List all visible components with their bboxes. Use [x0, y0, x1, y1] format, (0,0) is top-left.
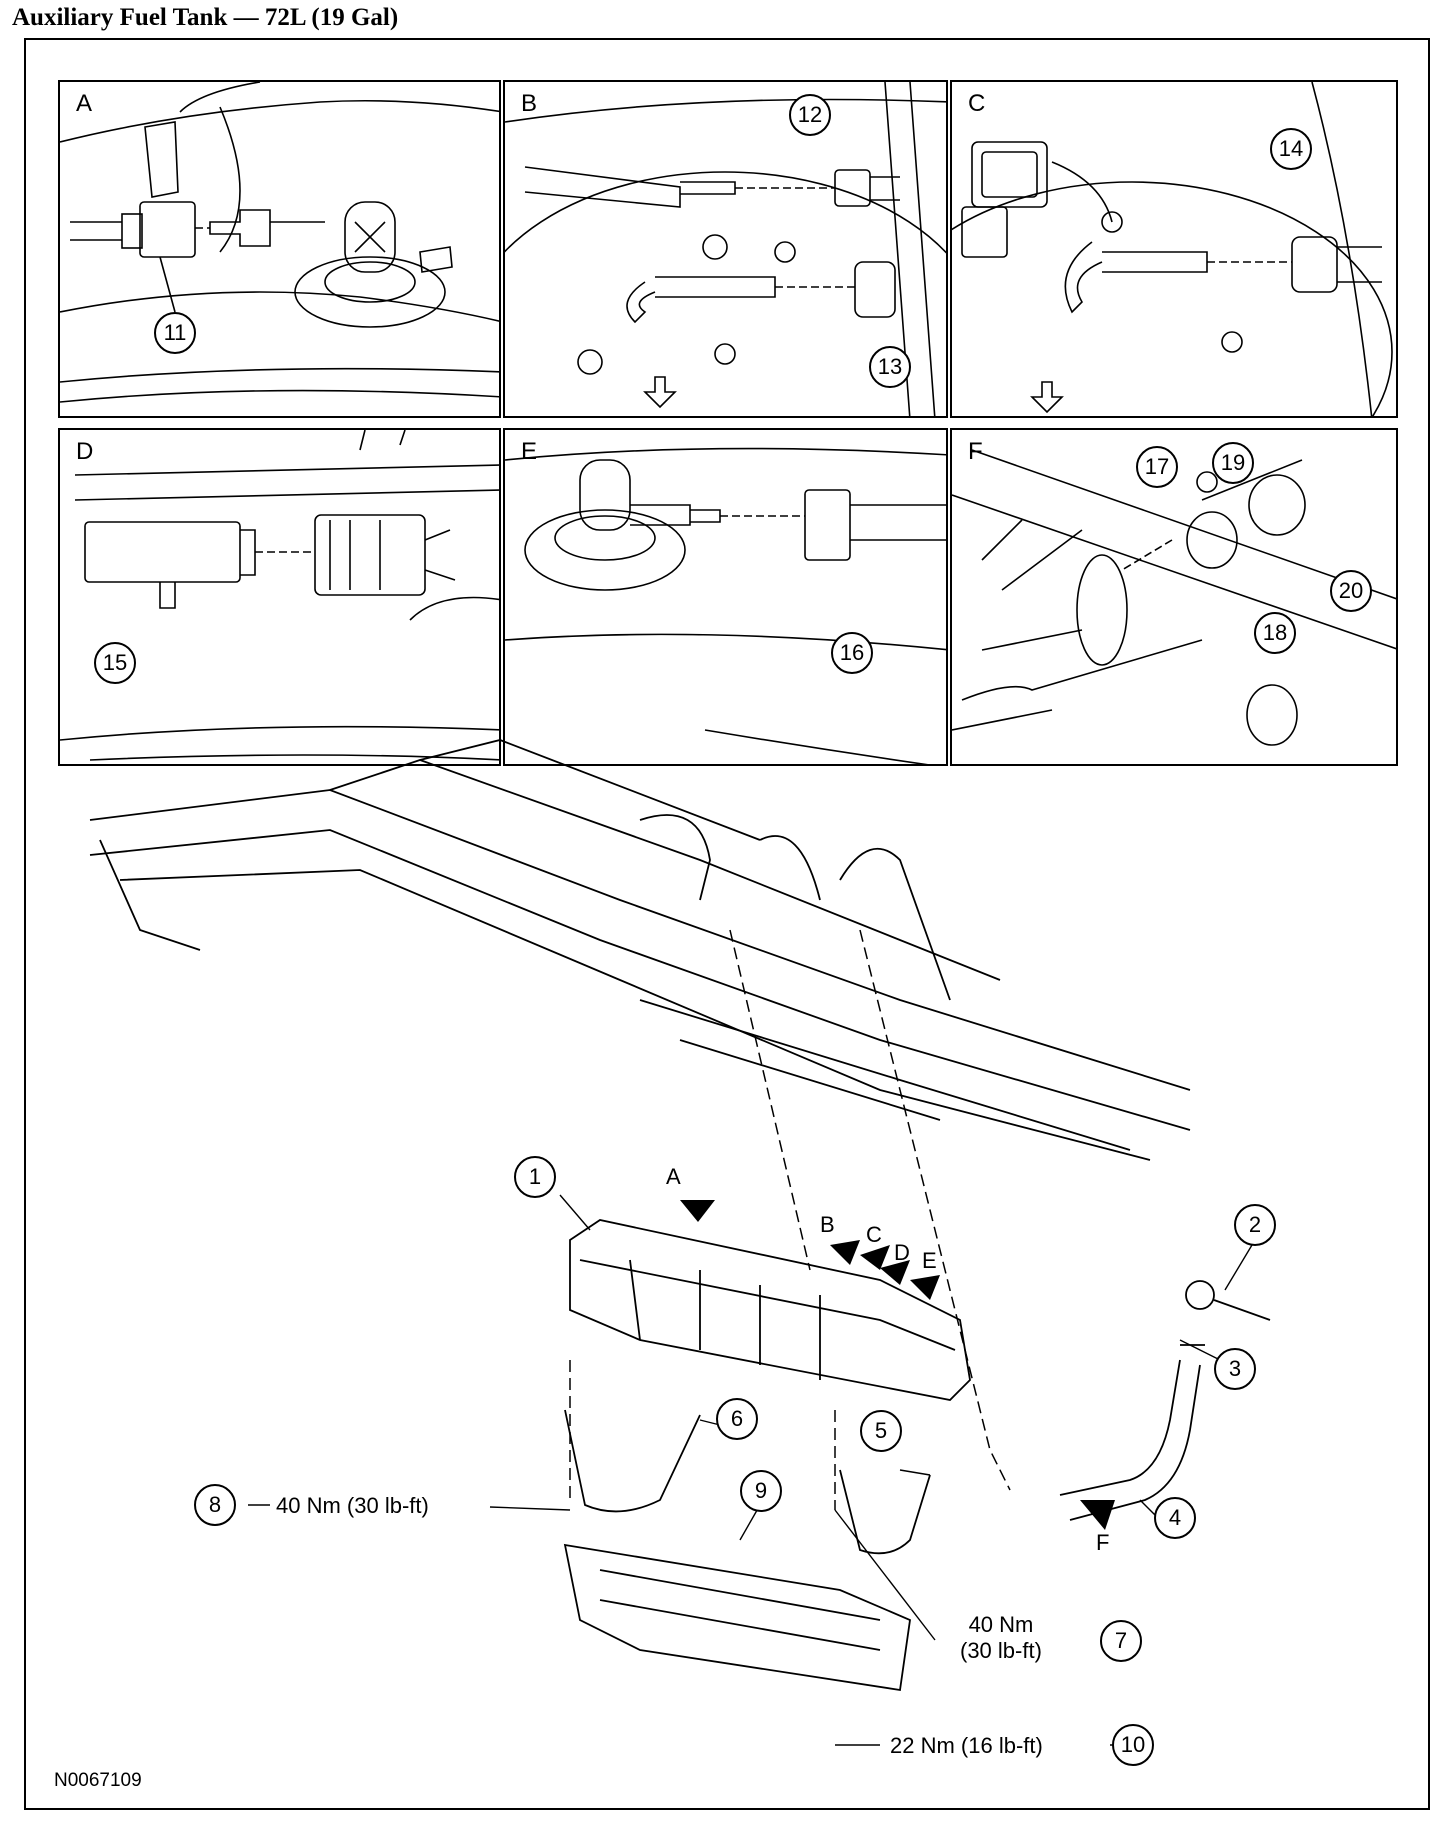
- panel-a-drawing: [60, 82, 499, 403]
- callout-12: 12: [789, 94, 831, 136]
- callout-3: 3: [1214, 1348, 1256, 1390]
- panel-e-letter: E: [521, 438, 538, 465]
- vehicle-frame: [89, 739, 1191, 1161]
- detail-panel-e: E 16: [503, 428, 948, 766]
- torque-spec-7-value: 40 Nm: [968, 1612, 1034, 1637]
- callout-4: 4: [1154, 1497, 1196, 1539]
- tank-straps: [564, 1409, 931, 1555]
- callout-11: 11: [154, 312, 196, 354]
- callout-5: 5: [860, 1410, 902, 1452]
- view-label-b: B: [820, 1212, 835, 1237]
- panel-c-drawing: [952, 82, 1393, 416]
- torque-spec-10: 22 Nm (16 lb-ft): [890, 1733, 1043, 1758]
- view-label-e: E: [922, 1248, 937, 1273]
- view-label-a: A: [666, 1164, 681, 1189]
- detail-panel-d: D 15: [58, 428, 501, 766]
- callout-19: 19: [1212, 442, 1254, 484]
- detail-panel-a: A 11: [58, 80, 501, 418]
- panel-b-drawing: [505, 82, 946, 416]
- callout-17: 17: [1136, 446, 1178, 488]
- callout-9: 9: [740, 1470, 782, 1512]
- figure-id: N0067109: [54, 1770, 142, 1791]
- callout-7: 7: [1100, 1620, 1142, 1662]
- page-title: Auxiliary Fuel Tank — 72L (19 Gal): [12, 4, 399, 31]
- detail-panel-b: B 12 13: [503, 80, 948, 418]
- panel-d-letter: D: [76, 438, 94, 465]
- torque-spec-7-imperial: (30 lb-ft): [960, 1638, 1042, 1663]
- callout-14: 14: [1270, 128, 1312, 170]
- callout-10: 10: [1112, 1724, 1154, 1766]
- callout-20: 20: [1330, 570, 1372, 612]
- callout-8: 8: [194, 1484, 236, 1526]
- torque-spec-7: 40 Nm (30 lb-ft): [960, 1612, 1042, 1664]
- panel-c-letter: C: [968, 90, 986, 117]
- panel-f-letter: F: [968, 438, 983, 465]
- view-label-c: C: [866, 1222, 882, 1247]
- panel-d-drawing: [60, 430, 499, 761]
- callout-6: 6: [716, 1398, 758, 1440]
- panel-a-letter: A: [76, 90, 93, 117]
- view-arrows: [680, 1200, 1115, 1530]
- callout-2: 2: [1234, 1204, 1276, 1246]
- filler-pipe: [1059, 1280, 1271, 1521]
- callout-13: 13: [869, 346, 911, 388]
- callout-15: 15: [94, 642, 136, 684]
- detail-panel-c: C 14: [950, 80, 1398, 418]
- assembly-guide-lines: [569, 929, 1011, 1510]
- panel-e-drawing: [505, 447, 946, 764]
- panel-b-letter: B: [521, 90, 538, 117]
- auxiliary-fuel-tank: [569, 1219, 971, 1401]
- callout-16: 16: [831, 632, 873, 674]
- callout-1: 1: [514, 1156, 556, 1198]
- panel-f-drawing: [952, 449, 1396, 746]
- view-label-f: F: [1096, 1530, 1110, 1555]
- torque-spec-8: 40 Nm (30 lb-ft): [276, 1493, 429, 1518]
- diagram-frame: [24, 38, 1430, 1810]
- skid-plate: [563, 1543, 911, 1692]
- detail-panel-f: F 17 19 20 18: [950, 428, 1398, 766]
- callout-18: 18: [1254, 612, 1296, 654]
- leader-lines: [248, 1194, 1256, 1746]
- view-label-d: D: [894, 1240, 910, 1265]
